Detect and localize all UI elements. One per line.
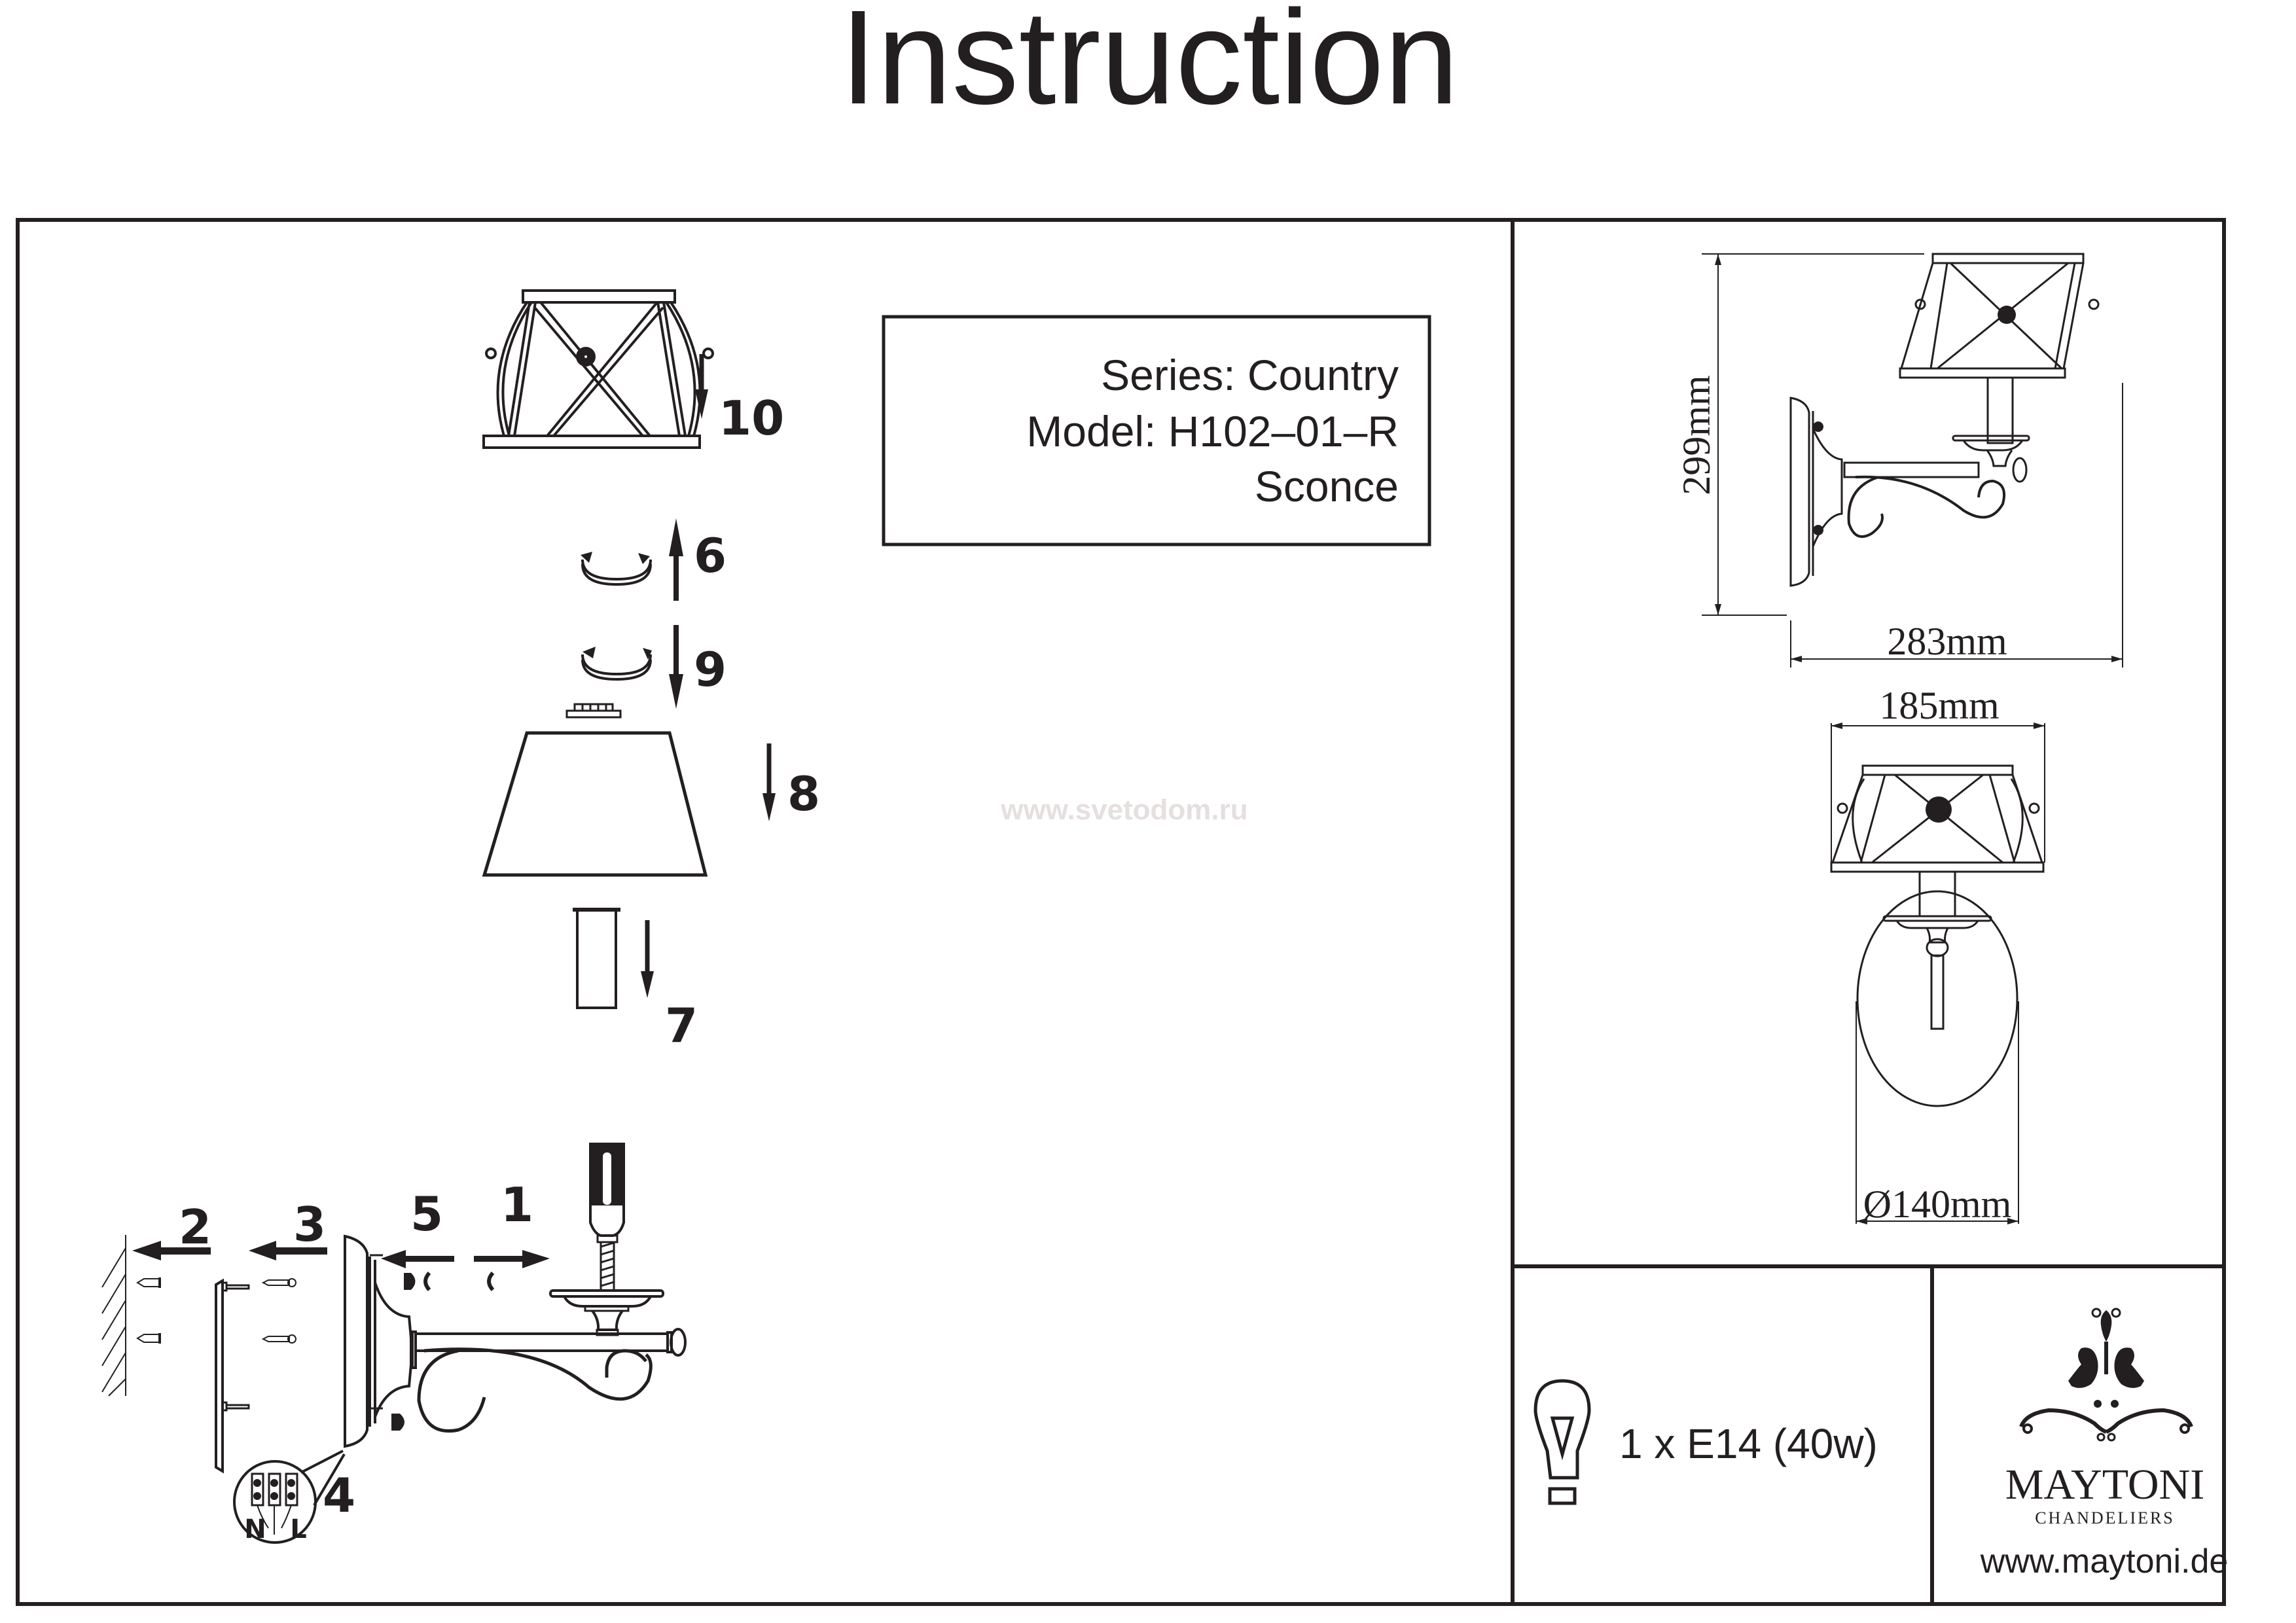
- series-label: Series: Country: [1101, 351, 1399, 399]
- wall-plug-icon: [136, 1277, 161, 1344]
- outer-border: [16, 218, 2226, 1606]
- arrow-left-icon: [132, 1241, 211, 1260]
- base-diameter-label: Ø140mm: [1863, 1183, 2012, 1226]
- lampshade-crossed-illustration: [482, 289, 714, 449]
- rotate-ring-icon: [581, 552, 652, 586]
- step-number-3: 3: [293, 1197, 326, 1252]
- arrow-down-icon: [669, 625, 683, 709]
- page-title: Instruction: [840, 0, 1459, 132]
- wire-neutral-label: N: [244, 1514, 266, 1544]
- front-view-sconce-illustration: [1830, 764, 2045, 1107]
- arrow-down-icon: [762, 743, 776, 821]
- cap-ring-icon: [487, 1271, 495, 1292]
- light-bulb-icon: [1534, 1379, 1591, 1505]
- nut-icon: [404, 1271, 431, 1292]
- assembly-diagram: 10 6 9: [101, 289, 820, 1544]
- width-dimension-label: 185mm: [1879, 684, 1999, 727]
- lampshade-plain-illustration: [482, 731, 708, 877]
- step-number-8: 8: [787, 766, 820, 821]
- type-label: Sconce: [1255, 462, 1399, 510]
- info-box-border: [882, 315, 1431, 546]
- side-view-sconce-illustration: [1789, 253, 2100, 587]
- bulb-spec-panel: 1 x E14 (40w): [1534, 1379, 1878, 1505]
- step-number-5: 5: [410, 1186, 443, 1241]
- frame: [16, 218, 2226, 1606]
- candle-sleeve-illustration: [573, 908, 620, 1009]
- side-view-dimension-drawing: 299mm 283mm: [1675, 253, 2123, 668]
- watermark-text: www.svetodom.ru: [1000, 794, 1247, 826]
- rotate-ring-icon: [581, 647, 652, 681]
- brand-panel: MAYTONI CHANDELIERS www.maytoni.de: [1980, 1308, 2229, 1580]
- arrow-left-icon: [381, 1250, 454, 1268]
- screw-icon: [261, 1278, 296, 1344]
- brand-tagline: CHANDELIERS: [2035, 1508, 2175, 1527]
- step-number-6: 6: [694, 528, 726, 583]
- arrow-left-icon: [249, 1241, 327, 1260]
- step-number-7: 7: [665, 998, 698, 1053]
- bulb-spec-text: 1 x E14 (40w): [1619, 1420, 1878, 1467]
- cap-nut-icon: [391, 1414, 404, 1431]
- sconce-arm-illustration: [344, 1234, 687, 1448]
- step-number-1: 1: [501, 1177, 533, 1232]
- retaining-ring-illustration: [565, 703, 622, 719]
- arrow-down-icon: [641, 920, 654, 998]
- front-view-dimension-drawing: 185mm Ø140mm: [1830, 684, 2045, 1226]
- terminal-block-callout: N L: [233, 1450, 346, 1544]
- step-number-9: 9: [694, 642, 726, 697]
- step-number-10: 10: [719, 391, 784, 446]
- terminal-block-icon: [233, 1460, 317, 1544]
- wire-live-label: L: [290, 1514, 307, 1544]
- model-label: Model: H102–01–R: [1026, 407, 1399, 455]
- dimension-lines: [1702, 253, 2123, 668]
- arrow-down-icon: [695, 354, 708, 419]
- brand-name: MAYTONI: [2005, 1461, 2204, 1508]
- mounting-plate-illustration: [215, 1278, 250, 1474]
- dimension-lines: [1831, 722, 2045, 1224]
- wall-illustration: [101, 1235, 126, 1397]
- arrow-up-icon: [669, 518, 683, 601]
- lamp-holder-illustration: [549, 1143, 664, 1336]
- height-dimension-label: 299mm: [1675, 375, 1718, 495]
- brand-website: www.maytoni.de: [1980, 1543, 2229, 1580]
- step-number-4: 4: [323, 1468, 355, 1523]
- step-number-2: 2: [179, 1200, 211, 1255]
- arrow-right-icon: [474, 1250, 550, 1268]
- product-info-box: Series: Country Model: H102–01–R Sconce: [882, 315, 1431, 546]
- maytoni-logo-emblem-icon: [2019, 1308, 2193, 1442]
- depth-dimension-label: 283mm: [1887, 620, 2007, 663]
